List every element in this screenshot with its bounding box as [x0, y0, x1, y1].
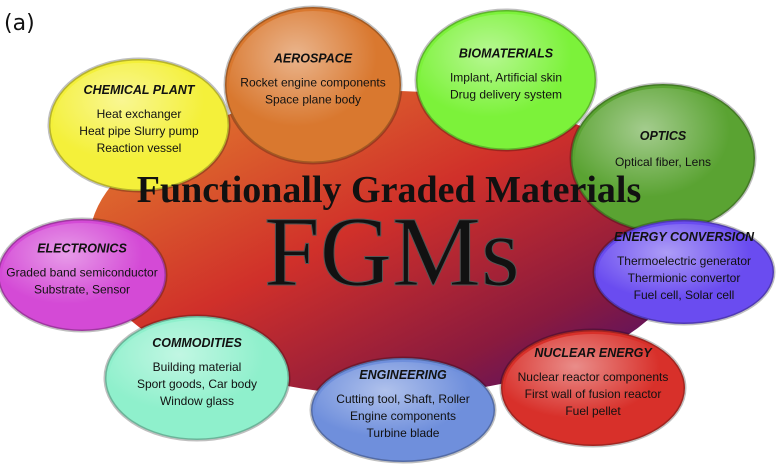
bubble-line: Implant, Artificial skin: [450, 71, 562, 85]
center-ellipse: [89, 91, 689, 395]
bubble-highlight: [315, 362, 491, 458]
bubble-biomaterials: BIOMATERIALS Implant, Artificial skinDrug…: [414, 8, 598, 152]
bubble-line: Fuel cell, Solar cell: [634, 288, 735, 302]
bubble-line: Window glass: [160, 394, 234, 408]
bubble-line: Building material: [153, 360, 242, 374]
bubble-line: Thermoelectric generator: [617, 254, 751, 268]
bubble-line: Heat pipe Slurry pump: [79, 124, 199, 138]
bubble-line: Thermionic convertor: [628, 271, 741, 285]
bubble-nuclear-energy: NUCLEAR ENERGY Nuclear reactor components…: [499, 328, 687, 448]
bubble-heading: AEROSPACE: [273, 52, 353, 66]
center-acronym: FGMs: [264, 196, 520, 307]
bubble-line: First wall of fusion reactor: [525, 387, 662, 401]
bubble-heading: ENERGY CONVERSION: [614, 230, 755, 244]
bubble-highlight: [2, 223, 162, 327]
bubble-highlight: [575, 88, 751, 228]
bubble-line: Rocket engine components: [240, 76, 385, 90]
bubble-line: Fuel pellet: [565, 404, 621, 418]
bubble-heading: NUCLEAR ENERGY: [534, 346, 653, 360]
bubble-line: Drug delivery system: [450, 88, 562, 102]
bubble-heading: BIOMATERIALS: [459, 47, 554, 61]
bubble-highlight: [109, 320, 285, 436]
bubble-line: Cutting tool, Shaft, Roller: [336, 392, 469, 406]
bubble-heading: CHEMICAL PLANT: [84, 83, 196, 97]
bubble-highlight: [53, 63, 225, 187]
panel-label: (a): [4, 11, 35, 36]
bubble-energy-conversion: ENERGY CONVERSION Thermoelectric generato…: [592, 218, 776, 326]
bubble-heading: ELECTRONICS: [37, 242, 127, 256]
bubble-line: Optical fiber, Lens: [615, 155, 711, 169]
bubble-heading: COMMODITIES: [152, 336, 242, 350]
bubble-highlight: [420, 14, 592, 146]
center-title: Functionally Graded Materials: [137, 169, 642, 211]
bubble-line: Graded band semiconductor: [6, 266, 157, 280]
bubble-heading: OPTICS: [640, 129, 687, 143]
bubble-line: Nuclear reactor components: [518, 370, 669, 384]
bubble-highlight: [505, 334, 681, 442]
bubble-engineering: ENGINEERING Cutting tool, Shaft, RollerEn…: [309, 356, 497, 464]
bubble-line: Turbine blade: [367, 426, 440, 440]
bubble-line: Engine components: [350, 409, 456, 423]
bubble-highlight: [229, 11, 397, 159]
bubble-highlight: [598, 224, 770, 320]
bubble-line: Heat exchanger: [97, 107, 182, 121]
bubble-line: Sport goods, Car body: [137, 377, 257, 391]
bubble-line: Space plane body: [265, 93, 361, 107]
bubble-heading: ENGINEERING: [359, 368, 447, 382]
bubble-electronics: ELECTRONICS Graded band semiconductorSubs…: [0, 217, 168, 333]
bubble-optics: OPTICS Optical fiber, Lens: [569, 82, 757, 234]
center-text-layer: Functionally Graded Materials FGMs: [137, 169, 642, 308]
bubble-line: Reaction vessel: [97, 141, 182, 155]
bubble-line: Substrate, Sensor: [34, 283, 130, 297]
